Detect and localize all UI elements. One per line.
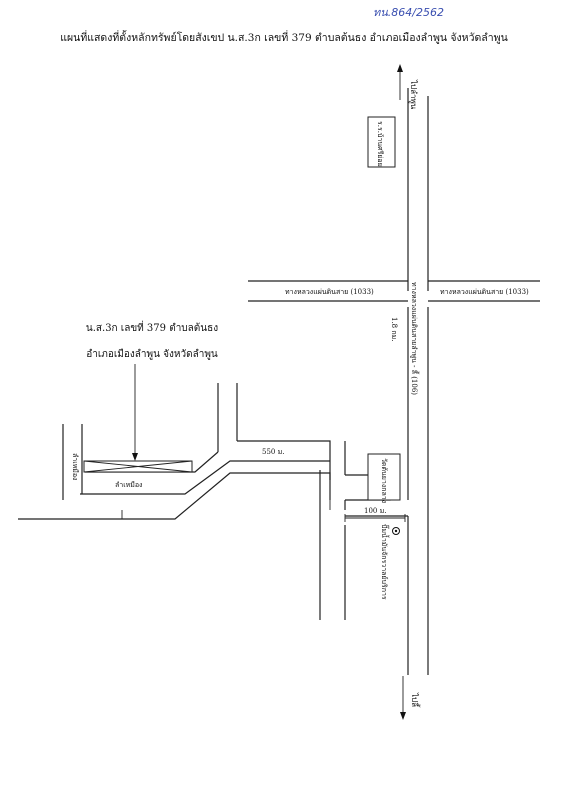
- side-road: [18, 383, 408, 620]
- north-arrow-icon: [397, 64, 403, 100]
- file-number: ทน.864/2562: [373, 6, 444, 19]
- distance-550-label: 550 ม.: [262, 448, 284, 456]
- dimension-100-line: [344, 514, 406, 522]
- annotation-line2: อำเภอเมืองลำพูน จังหวัดลำพูน: [86, 348, 218, 360]
- gas-station-label: ปั๊มน้ำมันจักรวาลย์บริการ: [380, 524, 391, 600]
- label-to-lamphun: ไปลำพูน: [408, 79, 418, 110]
- lane-horizontal-label: ลำเหมือง: [115, 481, 142, 489]
- main-road: [407, 88, 429, 675]
- plot-marker: [83, 460, 193, 473]
- main-road-label: ทางหลวงแผ่นดินสายลำพูน - ลี้ (106): [410, 282, 421, 395]
- school-marker: ร.ร.บ้านศรีย่อย: [367, 116, 396, 168]
- highway-label-right: ทางหลวงแผ่นดินสาย (1033): [440, 288, 529, 296]
- gas-station-icon: [392, 527, 400, 535]
- annotation-line1: น.ส.3ก เลขที่ 379 ตำบลต้นธง: [86, 320, 218, 334]
- highway-1033: [248, 280, 540, 302]
- distance-100-label: 100 ม.: [364, 507, 386, 515]
- temple-marker: วัดต้นยางกลาง: [367, 453, 401, 503]
- label-to-li: ไปลี้: [410, 692, 421, 708]
- lane-vertical-label: ลำเหมือง: [71, 453, 79, 480]
- temple-label: วัดต้นยางกลาง: [380, 458, 388, 503]
- vertical-lane: [62, 424, 123, 519]
- annotation-pointer: [132, 364, 138, 461]
- map-title: แผนที่แสดงที่ตั้งหลักทรัพย์โดยสังเขป น.ส…: [60, 30, 508, 44]
- distance-km-label: 1.8 กม.: [390, 317, 398, 341]
- school-label: ร.ร.บ้านศรีย่อย: [376, 121, 384, 167]
- highway-label-left: ทางหลวงแผ่นดินสาย (1033): [285, 288, 374, 296]
- south-arrow-icon: [400, 676, 406, 720]
